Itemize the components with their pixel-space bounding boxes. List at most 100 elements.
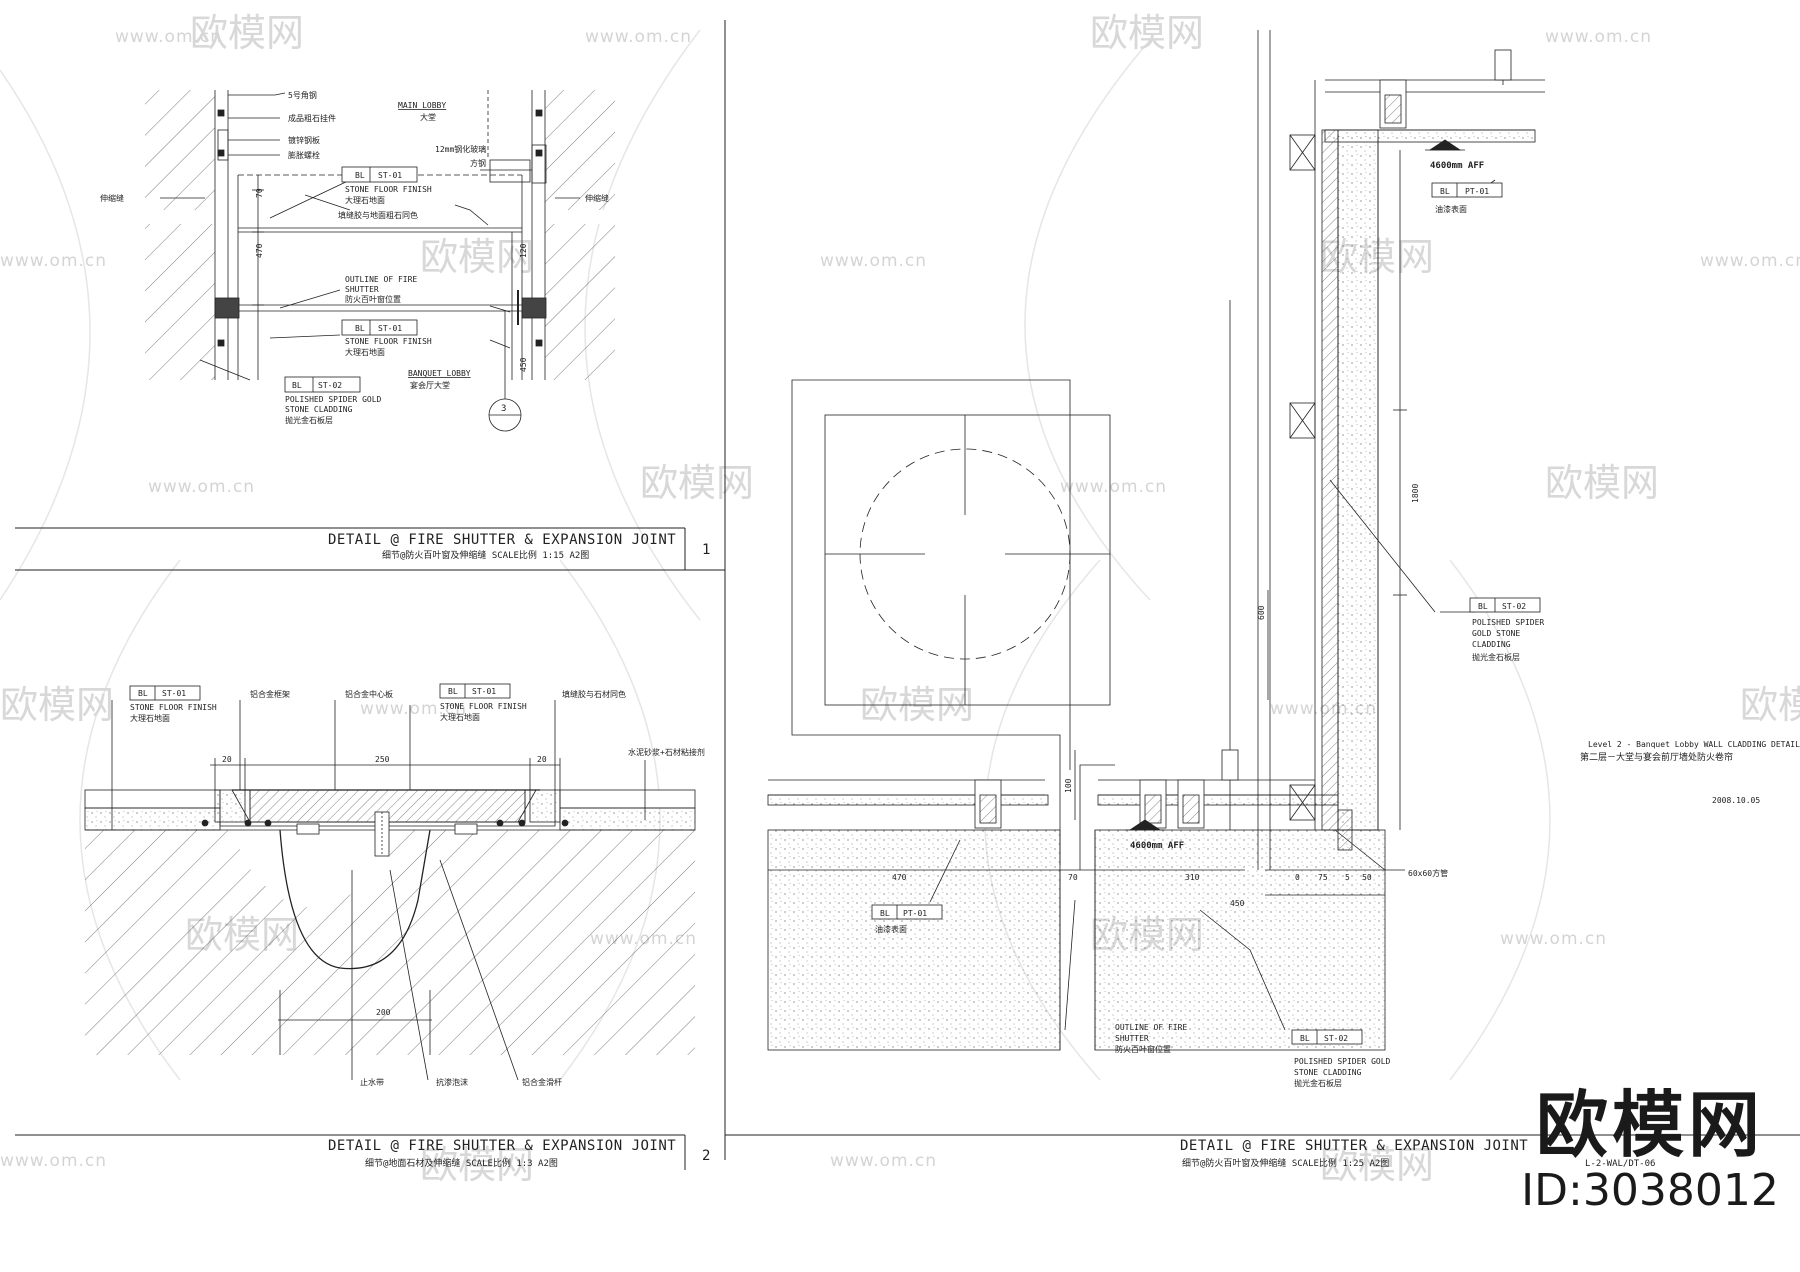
tag-st01: ST-01 bbox=[162, 689, 186, 698]
tag-bl: BL bbox=[355, 324, 365, 333]
label-aff-bottom: 4600mm AFF bbox=[1130, 841, 1184, 851]
label-shutter-cn: 防火百叶窗位置 bbox=[1115, 1044, 1171, 1054]
dim-600: 600 bbox=[1257, 605, 1266, 620]
watermark-brand: 欧模网 bbox=[1545, 461, 1659, 505]
tag-st01: ST-01 bbox=[378, 324, 402, 333]
right-wall-hatch bbox=[545, 90, 615, 380]
watermark-brand: 欧模网 bbox=[420, 235, 534, 279]
label-stone-floor-finish: STONE FLOOR FINISH bbox=[440, 702, 527, 711]
watermark-url: www.om.cn bbox=[0, 1151, 107, 1171]
watermark-url: www.om.cn bbox=[1700, 251, 1800, 271]
label-joint-filler: 填缝胶与地面粗石同色 bbox=[338, 210, 418, 220]
detail-1-title-block: DETAIL @ FIRE SHUTTER & EXPANSION JOINT … bbox=[15, 527, 725, 571]
tag-st02: ST-02 bbox=[1324, 1034, 1348, 1043]
dim-0: 0 bbox=[1295, 873, 1300, 882]
model-id: ID:3038012 bbox=[1521, 1165, 1779, 1216]
dim-100: 100 bbox=[1064, 778, 1073, 793]
label-stone-floor-finish-cn: 大理石地面 bbox=[130, 713, 170, 723]
substrate-hatch bbox=[85, 830, 695, 1055]
watermark-url: www.om.cn bbox=[360, 699, 467, 719]
tag-bl: BL bbox=[292, 381, 302, 390]
label-stone-floor-finish-cn: 大理石地面 bbox=[345, 195, 385, 205]
drawing-date: 2008.10.05 bbox=[1712, 796, 1760, 805]
label-polished-spider-gold: POLISHED SPIDER GOLD bbox=[1294, 1057, 1391, 1066]
level-description-cn: 第二层－大堂与宴会前厅墙处防火卷帘 bbox=[1580, 751, 1733, 763]
label-expansion-joint-left: 伸缩缝 bbox=[100, 193, 124, 203]
tag-bl: BL bbox=[448, 687, 458, 696]
watermark-brand: 欧模网 bbox=[640, 461, 754, 505]
label-main-lobby: MAIN LOBBY bbox=[398, 101, 446, 110]
watermark-brand: 欧模网 bbox=[1320, 1143, 1434, 1187]
detail-2-labels: BL ST-01 STONE FLOOR FINISH 大理石地面 铝合金框架 … bbox=[130, 687, 705, 1087]
tag-st01: ST-01 bbox=[378, 171, 402, 180]
watermark-url: www.om.cn bbox=[830, 1151, 937, 1171]
detail-1-labels: 5号角钢 成品粗石挂件 镀锌钢板 膨胀螺栓 MAIN LOBBY 大堂 方钢 1… bbox=[100, 90, 609, 425]
dim-1800: 1800 bbox=[1411, 484, 1420, 503]
label-polished-stone-cn: 抛光金石板层 bbox=[285, 415, 333, 425]
dim-470: 470 bbox=[892, 873, 907, 882]
label-stone-cladding: STONE CLADDING bbox=[285, 405, 353, 414]
dim-310: 310 bbox=[1185, 873, 1200, 882]
label-square-steel: 方钢 bbox=[470, 158, 486, 168]
watermark-url: www.om.cn bbox=[1500, 929, 1607, 949]
tag-bl: BL bbox=[355, 171, 365, 180]
dim-20-right: 20 bbox=[537, 755, 547, 764]
dim-50: 50 bbox=[1362, 873, 1372, 882]
tag-bl: BL bbox=[138, 689, 148, 698]
watermark-brand: 欧模网 bbox=[0, 683, 114, 727]
tag-bl-st01-b bbox=[341, 319, 418, 336]
label-stone-floor-finish: STONE FLOOR FINISH bbox=[130, 703, 217, 712]
tag-st02: ST-02 bbox=[1502, 602, 1526, 611]
tag-bl: BL bbox=[1440, 187, 1450, 196]
watermark-url: www.om.cn bbox=[148, 477, 255, 497]
label-banquet-lobby: BANQUET LOBBY bbox=[408, 369, 471, 378]
label-gold-stone: GOLD STONE bbox=[1472, 629, 1520, 638]
label-glass: 12mm钢化玻璃 bbox=[435, 144, 486, 154]
detail-3-title: DETAIL @ FIRE SHUTTER & EXPANSION JOINT bbox=[1180, 1138, 1528, 1154]
watermark-url: www.om.cn bbox=[115, 27, 222, 47]
level-description-en: Level 2 - Banquet Lobby WALL CLADDING DE… bbox=[1588, 740, 1800, 749]
dim-70: 70 bbox=[255, 188, 264, 198]
tag-st01: ST-01 bbox=[472, 687, 496, 696]
watermark-brand: 欧模网 bbox=[1090, 11, 1204, 55]
label-shutter: SHUTTER bbox=[1115, 1034, 1149, 1043]
label-stone-floor-finish: STONE FLOOR FINISH bbox=[345, 185, 432, 194]
dim-120: 120 bbox=[519, 243, 528, 258]
detail-1-title: DETAIL @ FIRE SHUTTER & EXPANSION JOINT bbox=[328, 532, 676, 548]
watermark-brand: 欧模网 bbox=[1740, 683, 1800, 727]
roller-box bbox=[824, 414, 1111, 706]
tag-bl: BL bbox=[1478, 602, 1488, 611]
detail-2-section bbox=[84, 683, 696, 1081]
label-aluminum-center-plate: 铝合金中心板 bbox=[345, 689, 393, 699]
label-shutter-cn: 防火百叶窗位置 bbox=[345, 294, 401, 304]
label-angle-steel: 5号角钢 bbox=[288, 90, 317, 100]
detail-2-number: 2 bbox=[702, 1148, 711, 1164]
label-outline-fire: OUTLINE OF FIRE bbox=[345, 275, 417, 284]
detail-2-title: DETAIL @ FIRE SHUTTER & EXPANSION JOINT bbox=[328, 1138, 676, 1154]
dim-450: 450 bbox=[1230, 899, 1245, 908]
watermark-url: www.om.cn bbox=[820, 251, 927, 271]
tag-bl-st01-a bbox=[341, 166, 418, 183]
tag-st02: ST-02 bbox=[318, 381, 342, 390]
dim-250: 250 bbox=[375, 755, 390, 764]
label-polished-spider: POLISHED SPIDER bbox=[1472, 618, 1544, 627]
dim-20-left: 20 bbox=[222, 755, 232, 764]
label-paint-surface: 油漆表面 bbox=[1435, 204, 1467, 214]
label-aluminum-frame: 铝合金框架 bbox=[250, 689, 290, 699]
tag-pt01: PT-01 bbox=[1465, 187, 1489, 196]
detail-3-subtitle: 细节@防火百叶窗及伸缩缝 SCALE比例 1:25 A2图 bbox=[1182, 1157, 1389, 1169]
label-polished-stone-cn: 抛光金石板层 bbox=[1472, 652, 1520, 662]
tag-pt01: PT-01 bbox=[903, 909, 927, 918]
watermark-url: www.om.cn bbox=[1060, 477, 1167, 497]
detail-3-title-block: DETAIL @ FIRE SHUTTER & EXPANSION JOINT … bbox=[725, 1134, 1800, 1169]
dim-70: 70 bbox=[1068, 873, 1078, 882]
watermark-brand: 欧模网 bbox=[420, 1143, 534, 1187]
label-paint-surface: 油漆表面 bbox=[875, 924, 907, 934]
label-foam: 抗渗泡沫 bbox=[436, 1077, 468, 1087]
label-shutter: SHUTTER bbox=[345, 285, 379, 294]
label-square-tube: 60x60方管 bbox=[1408, 868, 1448, 878]
label-stone-floor-finish-cn: 大理石地面 bbox=[440, 712, 480, 722]
label-stone-cladding: STONE CLADDING bbox=[1294, 1068, 1362, 1077]
dim-200: 200 bbox=[376, 1008, 391, 1017]
